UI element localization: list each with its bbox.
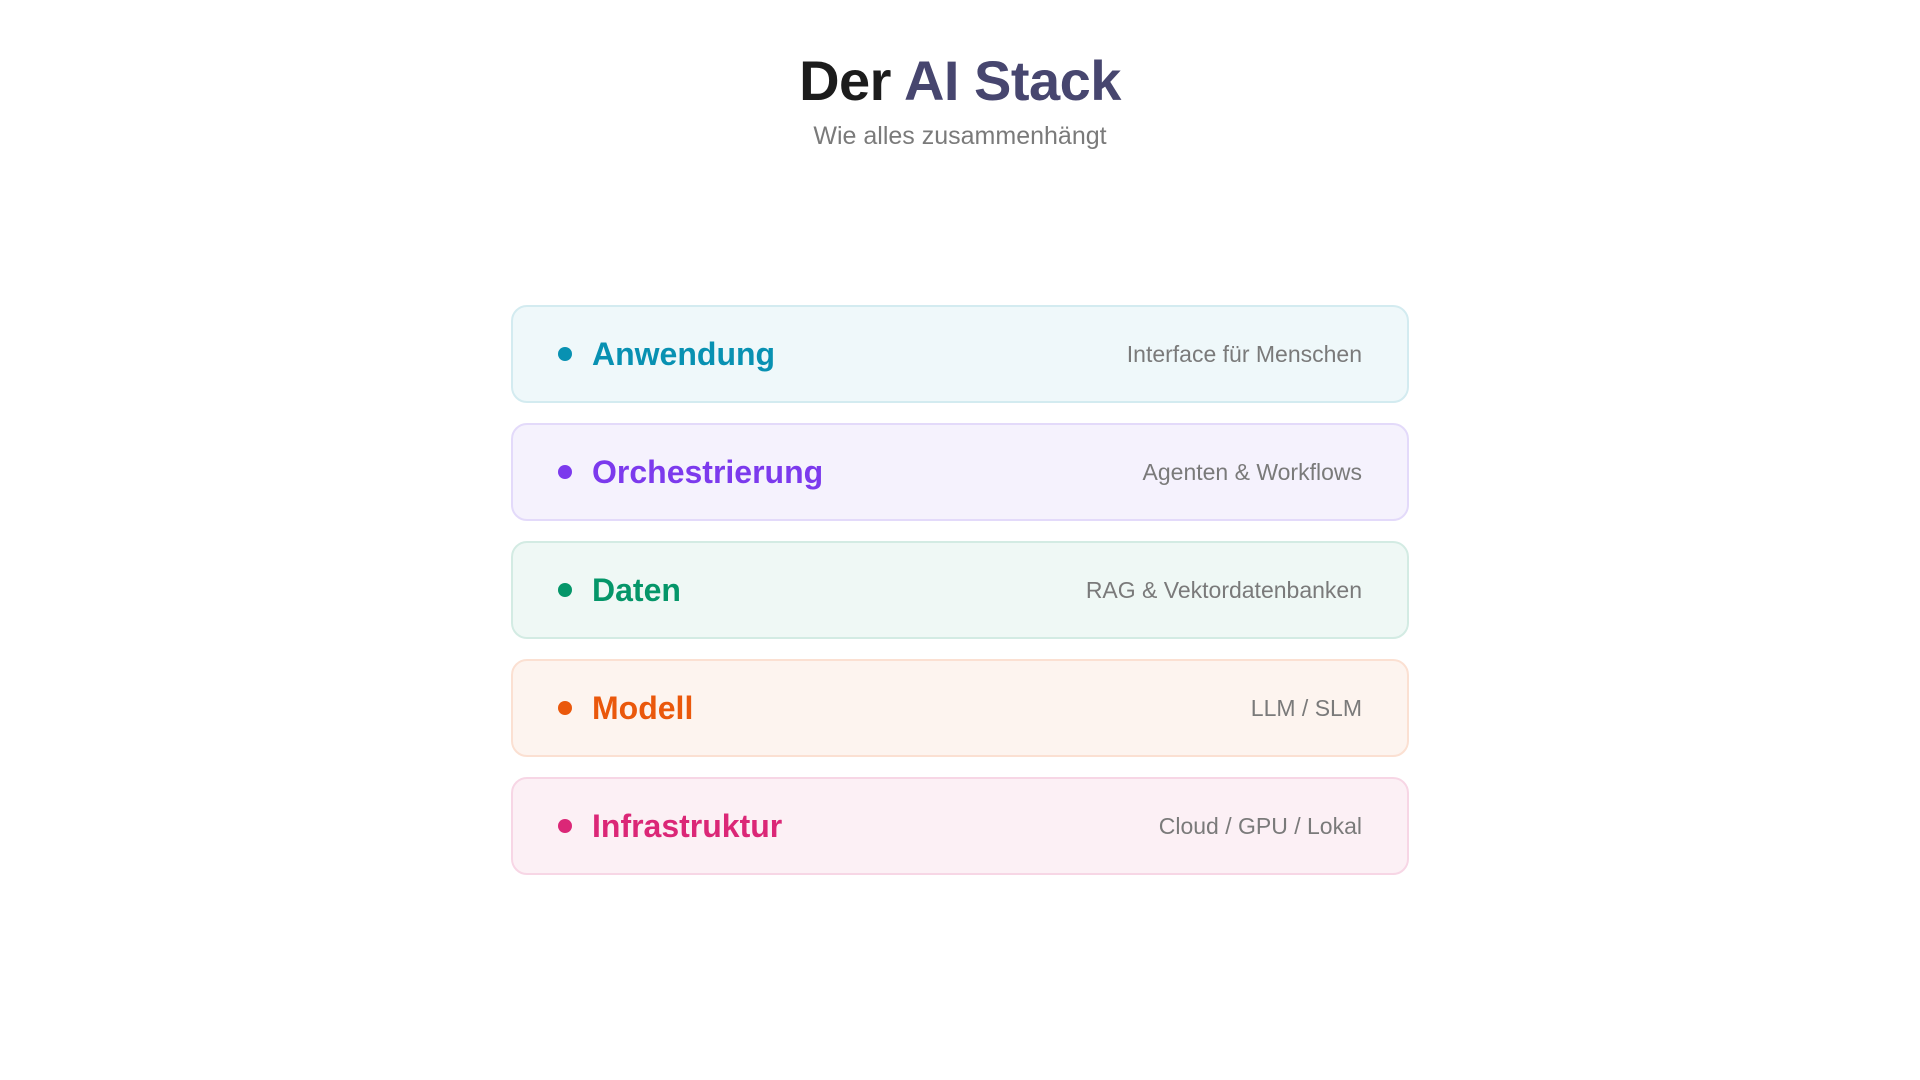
layer-orchestrierung: Orchestrierung Agenten & Workflows — [511, 423, 1409, 521]
ai-stack: Anwendung Interface für Menschen Orchest… — [511, 305, 1409, 895]
page-subtitle: Wie alles zusammenhängt — [813, 122, 1107, 150]
layer-description: Cloud / GPU / Lokal — [1158, 812, 1362, 839]
bullet-dot-icon — [558, 583, 572, 597]
layer-description: RAG & Vektordatenbanken — [1085, 576, 1362, 603]
layer-description: Interface für Menschen — [1126, 340, 1362, 367]
bullet-dot-icon — [558, 701, 572, 715]
title-accent: AI Stack — [903, 49, 1122, 112]
header: Der AI Stack Wie alles zusammenhängt — [0, 48, 1920, 152]
bullet-dot-icon — [558, 347, 572, 361]
title-part-1: Der — [799, 49, 891, 112]
layer-label: Infrastruktur — [592, 807, 783, 844]
bullet-dot-icon — [558, 465, 572, 479]
layer-label: Anwendung — [592, 335, 776, 372]
layer-description: Agenten & Workflows — [1142, 458, 1362, 485]
layer-label: Daten — [592, 571, 681, 608]
page-title: Der AI Stack — [0, 48, 1920, 114]
layer-modell: Modell LLM / SLM — [511, 659, 1409, 757]
bullet-dot-icon — [558, 819, 572, 833]
layer-anwendung: Anwendung Interface für Menschen — [511, 305, 1409, 403]
layer-label: Modell — [592, 689, 694, 726]
layer-label: Orchestrierung — [592, 453, 824, 490]
layer-infrastruktur: Infrastruktur Cloud / GPU / Lokal — [511, 777, 1409, 875]
layer-description: LLM / SLM — [1250, 694, 1362, 721]
layer-daten: Daten RAG & Vektordatenbanken — [511, 541, 1409, 639]
